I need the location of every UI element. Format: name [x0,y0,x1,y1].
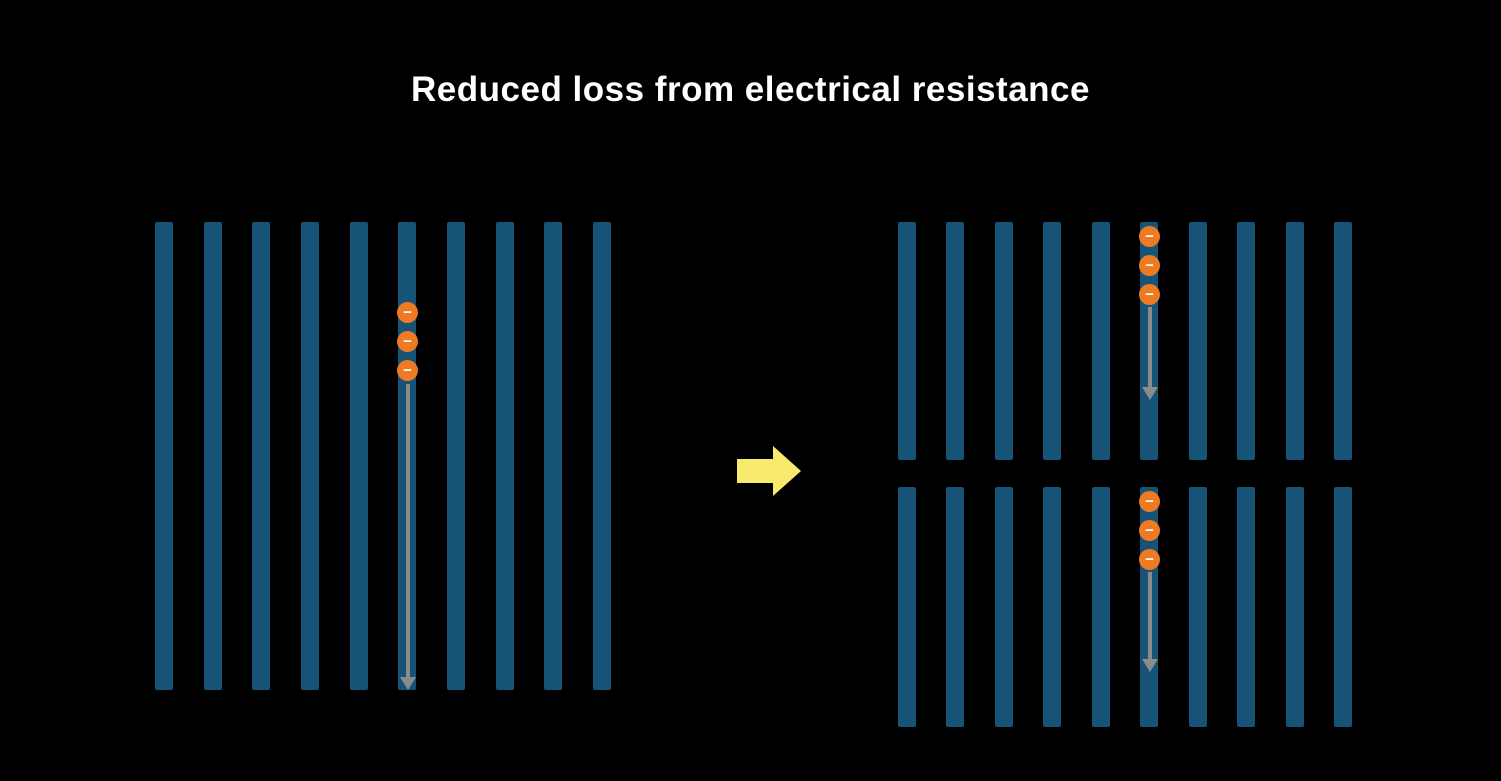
electron-group-half-cell-top: − − − [1139,226,1160,305]
cell-finger-bar [898,222,916,460]
right-arrow-icon [737,446,801,496]
cell-finger-bar [544,222,563,690]
cell-finger-bar [1043,487,1062,727]
cell-finger-bar [446,222,465,690]
half-cell-top-panel: − − − [898,222,1352,460]
half-cell-top-bars [898,222,1352,460]
full-cell-bars [155,222,611,690]
cell-finger-bar [898,487,916,727]
cell-finger-bar [592,222,611,690]
cell-finger-bar [1333,222,1352,460]
cell-finger-bar [994,487,1013,727]
electron-icon: − [397,302,418,323]
cell-finger-bar [994,222,1013,460]
cell-finger-bar [495,222,514,690]
electron-group-half-cell-bottom: − − − [1139,491,1160,570]
cell-finger-bar [1188,487,1207,727]
current-flow-arrow-half-cell-top [1142,307,1158,400]
electron-icon: − [1139,520,1160,541]
full-cell-panel: − − − [155,222,611,690]
electron-icon: − [1139,549,1160,570]
cell-finger-bar [349,222,368,690]
cell-finger-bar [1285,487,1304,727]
cell-finger-bar [1091,487,1110,727]
electron-icon: − [1139,226,1160,247]
cell-finger-bar [1091,222,1110,460]
electron-group-full-cell: − − − [397,302,418,381]
half-cell-bottom-bars [898,487,1352,727]
electron-icon: − [1139,491,1160,512]
current-flow-arrow-full-cell [400,384,416,690]
cell-finger-bar [1237,487,1256,727]
cell-finger-bar [300,222,319,690]
electron-icon: − [1139,284,1160,305]
cell-finger-bar [252,222,271,690]
cell-finger-bar [155,222,173,690]
electron-icon: − [397,331,418,352]
cell-finger-bar [1188,222,1207,460]
electron-icon: − [397,360,418,381]
cell-finger-bar [203,222,222,690]
cell-finger-bar [1285,222,1304,460]
cell-finger-bar [1043,222,1062,460]
transition-arrow [737,444,803,498]
cell-finger-bar [1237,222,1256,460]
half-cell-bottom-panel: − − − [898,487,1352,727]
electron-icon: − [1139,255,1160,276]
current-flow-arrow-half-cell-bottom [1142,572,1158,672]
diagram-title: Reduced loss from electrical resistance [411,70,1090,109]
cell-finger-bar [946,222,965,460]
cell-finger-bar [946,487,965,727]
cell-finger-bar [1333,487,1352,727]
